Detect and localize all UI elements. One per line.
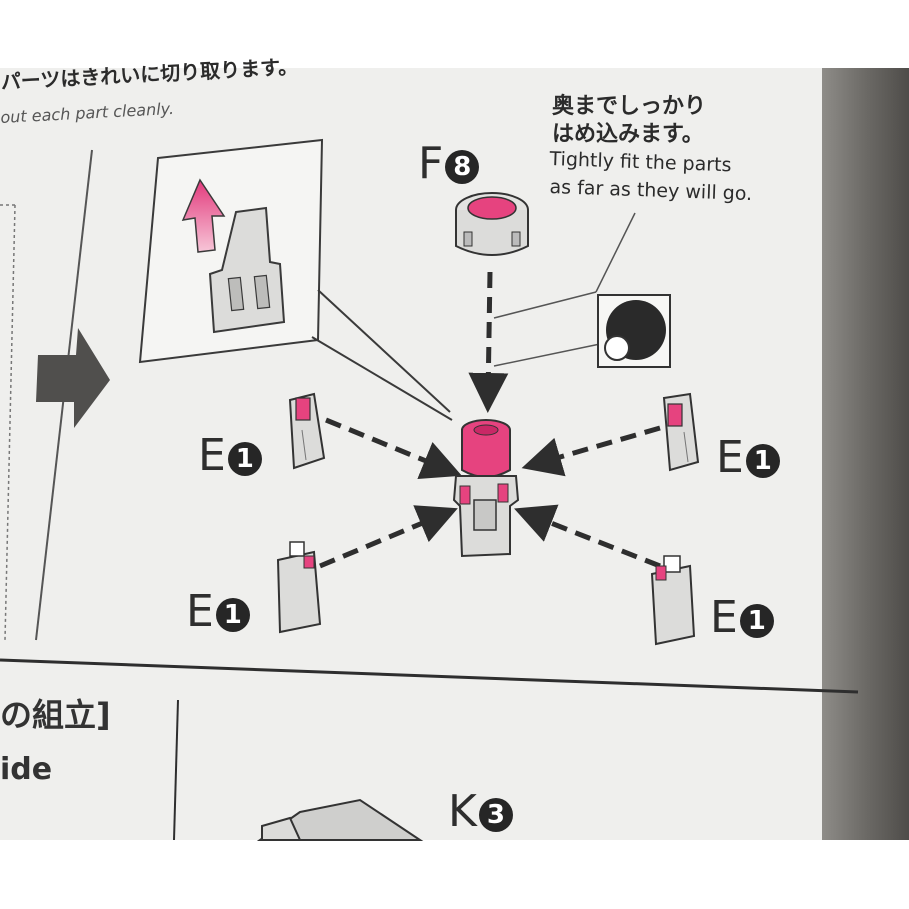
label-k3-letter: K	[448, 786, 477, 837]
label-e1-top-right-number: 1	[745, 444, 780, 478]
inset-box	[138, 138, 453, 421]
label-e1-top-right-letter: E	[716, 432, 744, 483]
section-header-jp: の組立]	[0, 696, 111, 734]
label-e1-top-left-letter: E	[198, 430, 226, 481]
step-arrow-icon	[36, 328, 110, 428]
up-arrow-icon	[181, 178, 226, 253]
label-e1-bottom-right-letter: E	[710, 592, 738, 643]
part-e1-bottom-right	[650, 555, 696, 646]
label-e1-bottom-left-letter: E	[186, 586, 214, 637]
part-f8-cap	[455, 192, 529, 256]
label-f8-number: 8	[445, 150, 480, 184]
part-e1-top-left	[288, 392, 326, 470]
section-header-en: ide	[0, 752, 53, 787]
central-assembly-part	[452, 419, 520, 558]
section-divider	[0, 658, 859, 841]
part-e1-bottom-left	[276, 541, 322, 634]
part-e1-top-right	[662, 392, 700, 472]
label-e1-top-left-number: 1	[227, 442, 262, 476]
assembly-arrows	[319, 271, 661, 569]
binder-edge	[822, 68, 909, 840]
label-k3-number: 3	[478, 798, 513, 832]
part-k3-partial	[256, 798, 424, 841]
fit-note-jp-line1: 奥までしっかり	[552, 94, 707, 119]
label-f8-letter: F	[418, 138, 444, 189]
fit-note-jp-line2: はめ込みます。	[552, 122, 704, 147]
fit-detail-icon	[597, 294, 671, 368]
label-e1-bottom-left-number: 1	[215, 598, 250, 632]
label-e1-bottom-right-number: 1	[739, 604, 774, 638]
